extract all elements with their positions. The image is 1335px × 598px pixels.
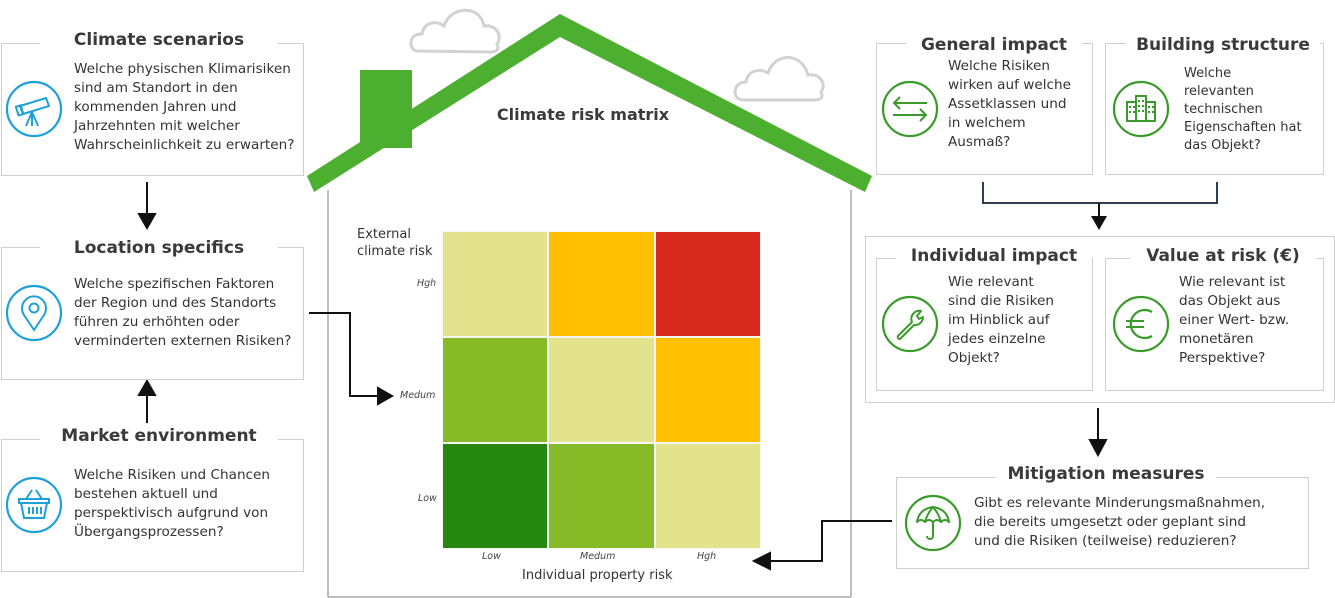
chimney [360, 70, 412, 148]
risk-matrix [442, 231, 761, 549]
x-tick-label: Medum [580, 551, 616, 562]
panel-title: Value at risk (€) [1130, 246, 1316, 266]
umbrella-icon [904, 494, 962, 556]
matrix-cell-hgh-hgh [654, 231, 761, 337]
cloud-icon [409, 8, 501, 54]
panel-individual-impact [876, 258, 1093, 391]
matrix-cell-hgh-low [442, 231, 549, 337]
panel-text: Gibt es relevante Minderungsmaßnahmen, d… [974, 495, 1266, 549]
panel-text: Welche Risiken und Chancen bestehen aktu… [74, 467, 271, 540]
panel-value-at-risk [1105, 258, 1324, 391]
panel-title: Building structure [1126, 35, 1320, 55]
shopping-basket-icon [5, 476, 63, 538]
matrix-cell-low-hgh [654, 443, 761, 549]
matrix-cell-medum-hgh [654, 337, 761, 443]
y-tick-label: Low [418, 493, 437, 504]
house-outline [327, 190, 852, 598]
buildings-icon [1112, 80, 1170, 142]
panel-text: Wie relevant sind die Risiken im Hinblic… [948, 274, 1054, 366]
panel-text: Welche relevanten technischen Eigenschaf… [1184, 66, 1302, 153]
merge-connector [982, 182, 1218, 230]
y-axis-label: External climate risk [357, 227, 433, 259]
matrix-cell-medum-low [442, 337, 549, 443]
map-pin-icon [5, 284, 63, 346]
matrix-cell-low-low [442, 443, 549, 549]
panel-location-specifics [1, 247, 304, 380]
panel-general-impact [876, 43, 1093, 175]
panel-building-structure [1105, 43, 1324, 175]
arrow-up [137, 378, 157, 423]
panel-text: Welche Risiken wirken auf welche Assetkl… [948, 58, 1071, 150]
x-tick-label: Hgh [697, 551, 717, 562]
y-tick-label: Medum [400, 390, 436, 401]
x-tick-label: Low [482, 551, 501, 562]
matrix-title: Climate risk matrix [496, 105, 670, 124]
wrench-icon [881, 295, 939, 357]
panel-title: Mitigation measures [996, 464, 1216, 484]
panel-title: Climate scenarios [40, 30, 278, 50]
cloud-icon [733, 56, 825, 102]
panel-text: Welche spezifischen Faktoren der Region … [74, 276, 292, 349]
panel-text: Welche physischen Klimarisiken sind am S… [74, 61, 295, 153]
panel-market-environment [1, 439, 304, 572]
telescope-icon [5, 80, 63, 142]
arrow-to-mitigation [1088, 408, 1108, 458]
euro-icon [1112, 295, 1170, 357]
matrix-cell-hgh-medum [548, 231, 655, 337]
roof [307, 14, 872, 192]
panel-climate-scenarios [1, 43, 304, 176]
exchange-arrows-icon [881, 80, 939, 142]
matrix-cell-low-medum [548, 443, 655, 549]
panel-title: Location specifics [40, 238, 278, 258]
panel-title: Individual impact [896, 246, 1092, 266]
y-tick-label: Hgh [417, 278, 437, 289]
arrow-to-high [751, 520, 892, 571]
matrix-cell-medum-medum [548, 337, 655, 443]
panel-text: Wie relevant ist das Objekt aus einer We… [1179, 274, 1290, 366]
panel-title: Market environment [40, 426, 278, 446]
x-axis-label: Individual property risk [522, 568, 673, 583]
panel-title: General impact [906, 35, 1082, 55]
arrow-down [137, 182, 157, 231]
arrow-to-medium [309, 312, 395, 406]
